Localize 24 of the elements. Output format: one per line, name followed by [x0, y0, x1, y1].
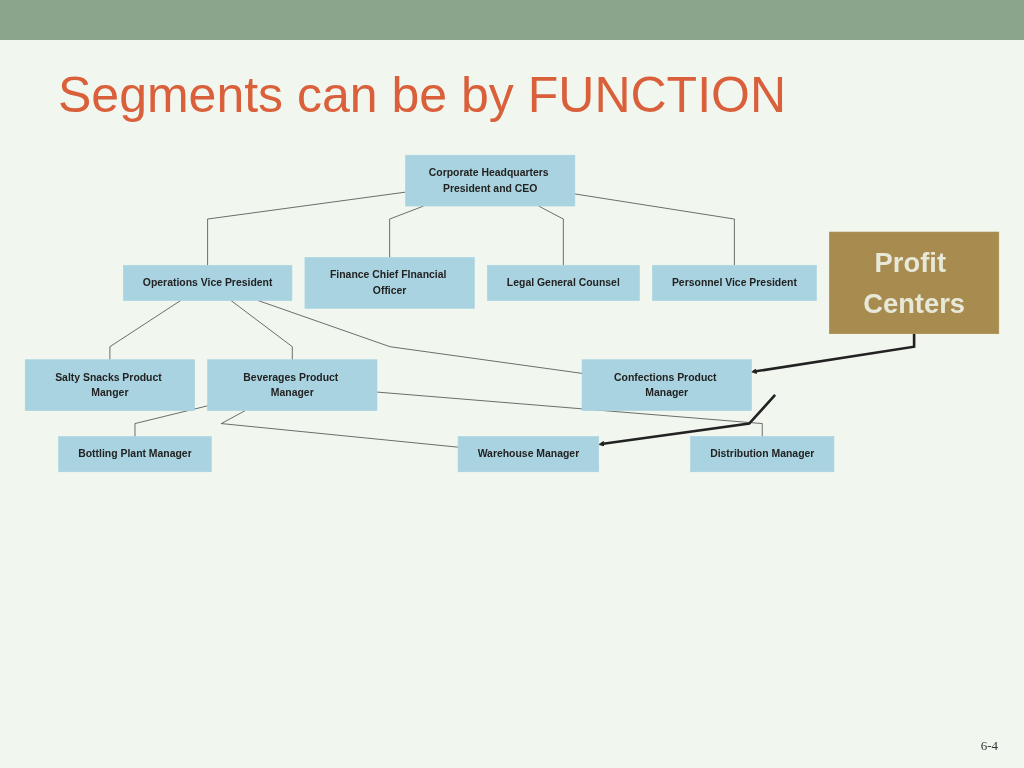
connector [376, 391, 763, 437]
node-box: Beverages Product Manager [207, 359, 378, 411]
connector [220, 410, 459, 448]
connector [134, 405, 208, 437]
node-box: Distribution Manager [690, 436, 835, 473]
connector [207, 191, 406, 266]
node-box: Salty Snacks Product Manger [24, 359, 195, 411]
node-box: Operations Vice President [122, 264, 293, 301]
node-box: Warehouse Manager [457, 436, 600, 473]
connector [538, 205, 564, 266]
connector [230, 300, 293, 361]
node-box: Personnel Vice President [652, 264, 817, 301]
arrow [751, 333, 916, 374]
node-box: Confections Product Manager [581, 359, 752, 411]
node-box: Finance Chief FInancial Officer [304, 257, 475, 309]
node-box: Profit Centers [829, 231, 1000, 334]
page-number: 6-4 [980, 738, 998, 754]
connector [574, 193, 735, 266]
node-box: Corporate Headquarters President and CEO [405, 154, 576, 207]
slide-title: Segments can be by FUNCTION [58, 66, 787, 124]
node-box: Legal General Counsel [487, 264, 640, 301]
connector [109, 300, 181, 361]
node-box: Bottling Plant Manager [58, 436, 212, 473]
arrow [598, 394, 777, 447]
